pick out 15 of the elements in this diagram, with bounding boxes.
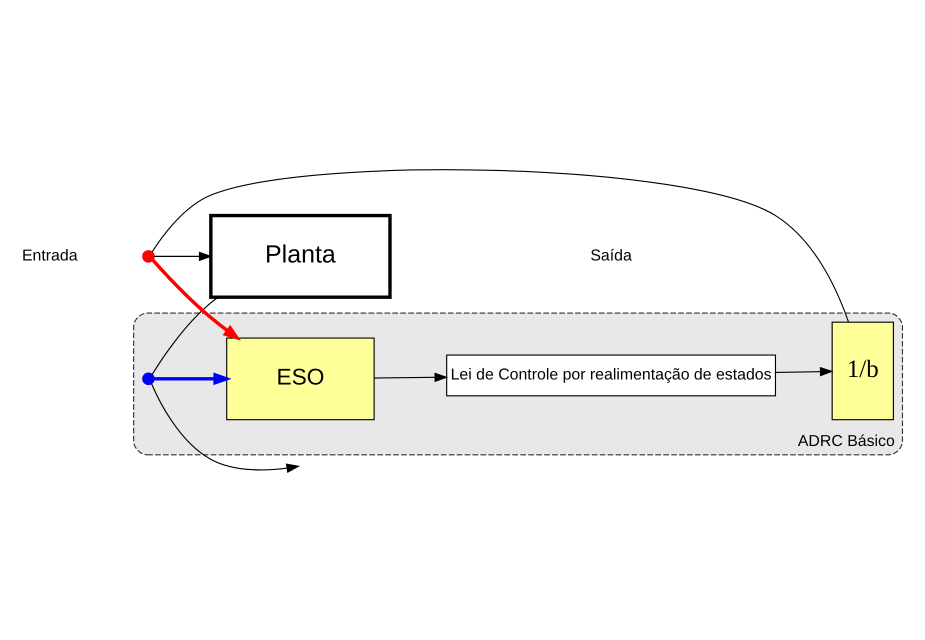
node-box: ESO (226, 337, 375, 420)
connector (152, 296, 218, 374)
label: Entrada (22, 248, 78, 265)
arrow (151, 384, 300, 473)
node-circle (142, 372, 155, 386)
node-box: Lei de Controle por realimentação de estados (446, 354, 776, 396)
arrow (776, 366, 834, 376)
label: Saída (590, 248, 632, 265)
node-circle (142, 250, 155, 263)
arrow (154, 372, 232, 386)
connector (152, 169, 849, 322)
node-box: 1/b (832, 322, 894, 420)
node-box: Planta (209, 214, 392, 299)
arrow (152, 259, 241, 341)
arrow (374, 372, 448, 382)
